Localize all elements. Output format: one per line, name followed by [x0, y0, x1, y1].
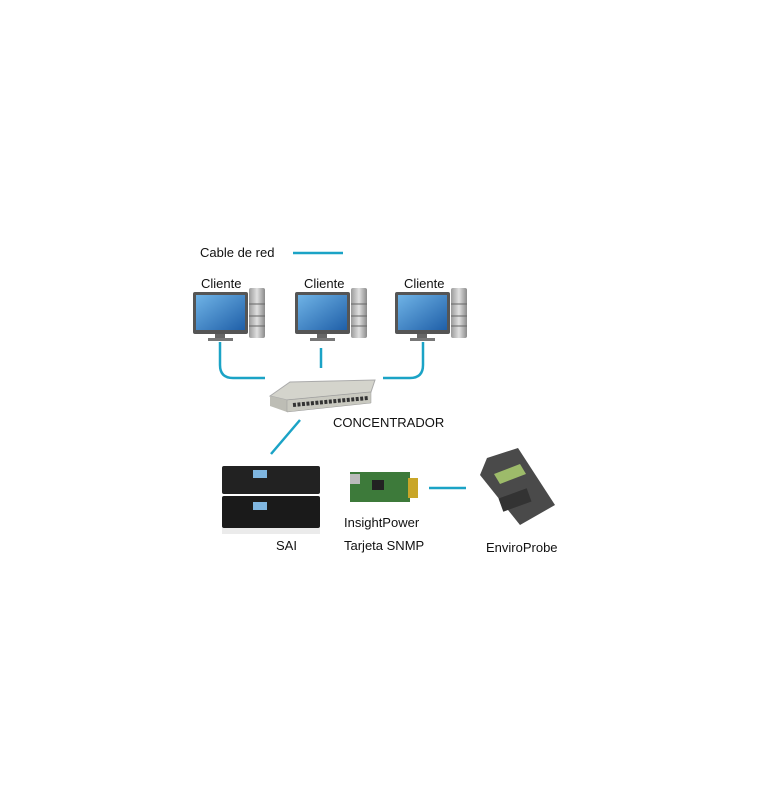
cable-client1-hub — [218, 342, 265, 380]
client-label: Cliente — [404, 276, 444, 291]
client-label: Cliente — [201, 276, 241, 291]
cable-hub-ups — [270, 419, 301, 455]
client-computer-icon — [294, 287, 368, 342]
client-label: Cliente — [304, 276, 344, 291]
client-computer-icon — [394, 287, 468, 342]
enviroprobe-icon — [480, 448, 555, 525]
ups-label: SAI — [276, 538, 297, 553]
snmp-card-icon — [350, 472, 418, 502]
enviroprobe-label: EnviroProbe — [486, 540, 558, 555]
hub-label: CONCENTRADOR — [333, 415, 444, 430]
client-computer-icon — [192, 287, 266, 342]
snmp-card-label-line2: Tarjeta SNMP — [344, 538, 424, 553]
cable-client3-hub — [383, 342, 425, 380]
legend-label: Cable de red — [200, 245, 274, 260]
ups-icon — [222, 466, 320, 534]
snmp-card-label-line1: InsightPower — [344, 515, 420, 530]
hub-icon — [268, 379, 376, 413]
